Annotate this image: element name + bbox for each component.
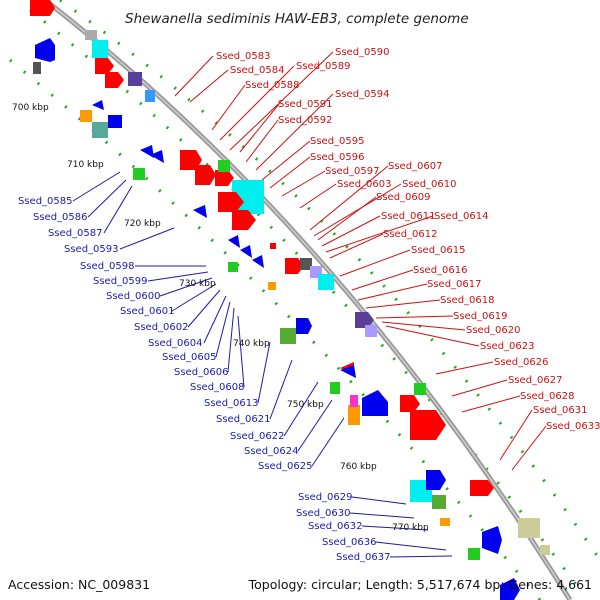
gene-label: Ssed_0627 — [508, 375, 563, 386]
gene-label: Ssed_0613 — [204, 398, 259, 409]
gene-label: Ssed_0606 — [174, 367, 229, 378]
gene-label: Ssed_0615 — [411, 245, 466, 256]
gene-label: Ssed_0610 — [402, 179, 457, 190]
tick-label: 730 kbp — [179, 279, 216, 289]
gene-label: Ssed_0601 — [120, 306, 175, 317]
gene-label: Ssed_0620 — [466, 325, 521, 336]
reverse-labels: Ssed_0585 Ssed_0586 Ssed_0587 Ssed_0593 … — [18, 196, 391, 563]
gene-label: Ssed_0607 — [388, 161, 443, 172]
accession-text: Accession: NC_009831 — [8, 577, 151, 592]
gene-label: Ssed_0622 — [230, 431, 285, 442]
tick-label: 750 kbp — [287, 400, 324, 410]
gene-label: Ssed_0589 — [296, 61, 351, 72]
forward-labels: Ssed_0583 Ssed_0584 Ssed_0588 Ssed_0589 … — [216, 47, 600, 432]
tick-label: 700 kbp — [12, 103, 49, 113]
gene-label: Ssed_0637 — [336, 552, 391, 563]
gene-label: Ssed_0603 — [337, 179, 392, 190]
gene-label: Ssed_0630 — [296, 508, 351, 519]
gene-label: Ssed_0609 — [376, 192, 431, 203]
topology-text: Topology: circular; Length: 5,517,674 bp… — [248, 577, 592, 592]
gene-label: Ssed_0583 — [216, 51, 271, 62]
gene-label: Ssed_0584 — [230, 65, 285, 76]
gene-label: Ssed_0593 — [64, 244, 119, 255]
gene-label: Ssed_0625 — [258, 461, 313, 472]
tick-label: 760 kbp — [340, 462, 377, 472]
gc-track-far — [59, 0, 600, 561]
gene-label: Ssed_0592 — [278, 115, 333, 126]
gene-label: Ssed_0636 — [322, 537, 377, 548]
gene-label: Ssed_0621 — [216, 414, 271, 425]
gene-label: Ssed_0612 — [383, 229, 438, 240]
gene-label: Ssed_0617 — [427, 279, 482, 290]
gene-label: Ssed_0611 — [381, 211, 436, 222]
gene-label: Ssed_0586 — [33, 212, 88, 223]
gene-label: Ssed_0614 — [434, 211, 489, 222]
gene-label: Ssed_0604 — [148, 338, 203, 349]
gene-label: Ssed_0633 — [546, 421, 600, 432]
forward-genes — [30, 0, 550, 555]
gene-label: Ssed_0590 — [335, 47, 390, 58]
gene-label: Ssed_0619 — [453, 311, 508, 322]
gene-label: Ssed_0594 — [335, 89, 390, 100]
gene-label: Ssed_0626 — [494, 357, 549, 368]
gene-label: Ssed_0616 — [413, 265, 468, 276]
kbp-ticks: 700 kbp 710 kbp 720 kbp 730 kbp 740 kbp … — [12, 103, 429, 533]
gene-label: Ssed_0618 — [440, 295, 495, 306]
gene-label: Ssed_0585 — [18, 196, 73, 207]
gene-label: Ssed_0605 — [162, 352, 217, 363]
gene-label: Ssed_0631 — [533, 405, 588, 416]
tick-label: 710 kbp — [67, 160, 104, 170]
gene-label: Ssed_0587 — [48, 228, 103, 239]
gene-label: Ssed_0623 — [480, 341, 535, 352]
gene-label: Ssed_0597 — [325, 166, 380, 177]
gene-label: Ssed_0596 — [310, 152, 365, 163]
gene-label: Ssed_0624 — [244, 446, 299, 457]
gene-label: Ssed_0600 — [106, 291, 161, 302]
gene-label: Ssed_0602 — [134, 322, 189, 333]
gene-label: Ssed_0632 — [308, 521, 363, 532]
reverse-genes — [33, 38, 520, 600]
forward-leaders — [174, 51, 547, 471]
reverse-leaders — [72, 171, 453, 558]
gene-label: Ssed_0595 — [310, 136, 365, 147]
gene-label: Ssed_0591 — [278, 99, 333, 110]
gene-label: Ssed_0588 — [245, 80, 300, 91]
tick-label: 720 kbp — [124, 219, 161, 229]
gene-label: Ssed_0598 — [80, 261, 135, 272]
tick-label: 740 kbp — [233, 339, 270, 349]
map-title: Shewanella sediminis HAW-EB3, complete g… — [125, 11, 469, 27]
tick-label: 770 kbp — [392, 523, 429, 533]
gene-label: Ssed_0608 — [190, 382, 245, 393]
gene-label: Ssed_0629 — [298, 492, 353, 503]
gene-label: Ssed_0628 — [520, 391, 575, 402]
gene-label: Ssed_0599 — [93, 276, 148, 287]
